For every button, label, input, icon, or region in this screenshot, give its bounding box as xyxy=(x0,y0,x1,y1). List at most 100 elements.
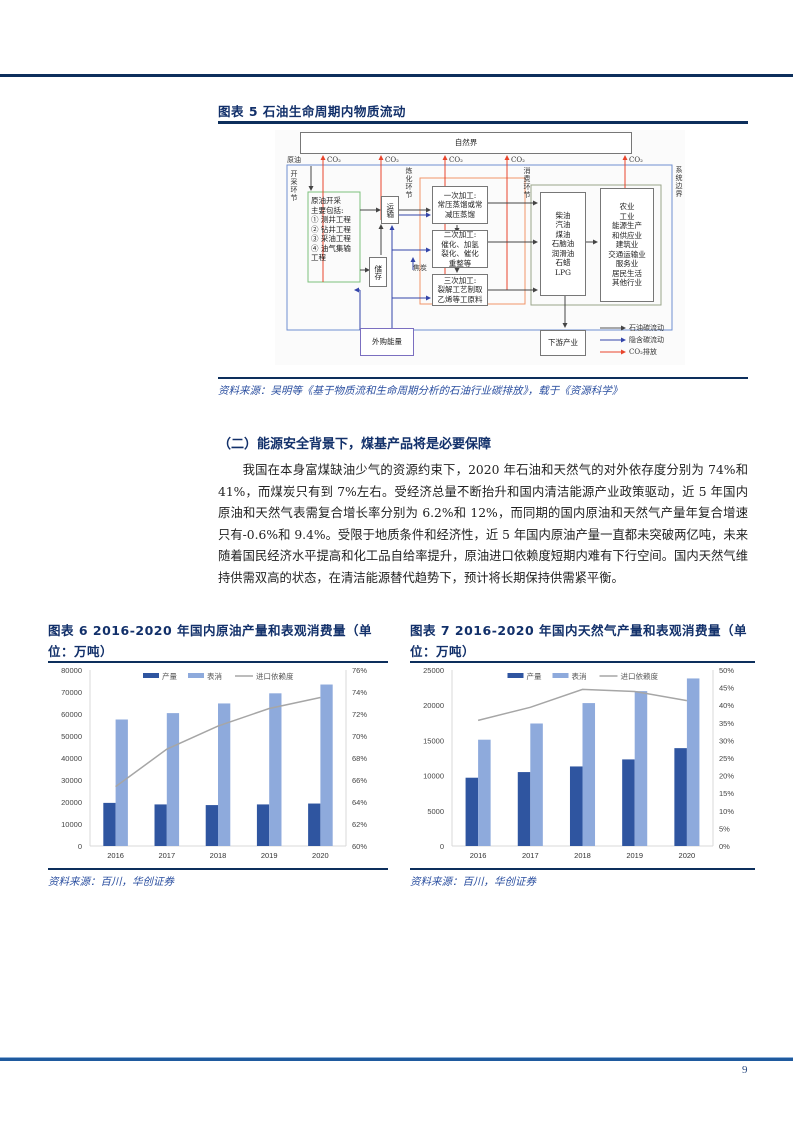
product-item: 柴油 xyxy=(555,210,571,220)
svg-text:20000: 20000 xyxy=(423,701,444,710)
svg-text:45%: 45% xyxy=(719,684,734,693)
downstream-box: 下游产业 xyxy=(540,330,586,356)
mining-line: 原油开采 xyxy=(311,196,341,205)
svg-text:0%: 0% xyxy=(719,842,730,851)
figure5-title: 图表 5 石油生命周期内物质流动 xyxy=(218,104,406,119)
secondary-processing-box: 二次加工: 催化、加氢 裂化、催化 重整等 xyxy=(432,230,488,268)
co2-label: CO₂ xyxy=(327,156,341,164)
sector-item: 工业 xyxy=(619,211,635,221)
svg-text:80000: 80000 xyxy=(61,666,82,675)
svg-text:70%: 70% xyxy=(352,732,367,741)
product-item: 润滑油 xyxy=(551,248,575,258)
coke-label: 焦炭 xyxy=(413,264,427,272)
svg-text:2018: 2018 xyxy=(210,851,227,860)
legend-implicit-carbon: 隐含碳流动 xyxy=(629,336,664,344)
figure7-title: 图表 7 2016-2020 年国内天然气产量和表观消费量（单位：万吨） xyxy=(410,623,748,659)
mining-stage-label: 开采环节 xyxy=(290,170,298,202)
svg-text:74%: 74% xyxy=(352,688,367,697)
svg-text:60000: 60000 xyxy=(61,710,82,719)
svg-text:70000: 70000 xyxy=(61,688,82,697)
svg-text:76%: 76% xyxy=(352,666,367,675)
svg-text:表消: 表消 xyxy=(572,671,587,681)
figure5-source: 资料来源：吴明等《基于物质流和生命周期分析的石油行业碳排放》，载于《资源科学》 xyxy=(218,385,623,397)
page-number: 9 xyxy=(742,1064,748,1076)
box-line: 一次加工: xyxy=(443,190,477,200)
box-line: 乙烯等工原料 xyxy=(437,294,483,304)
svg-text:2016: 2016 xyxy=(107,851,124,860)
sector-item: 能源生产 xyxy=(612,221,642,231)
storage-box: 储存 xyxy=(369,257,387,287)
figure6-title-rule xyxy=(48,661,388,663)
svg-text:15000: 15000 xyxy=(423,736,444,745)
consumption-stage-label: 消费环节 xyxy=(523,167,531,199)
figure5-title-rule xyxy=(218,121,748,124)
svg-text:2016: 2016 xyxy=(470,851,487,860)
svg-text:10000: 10000 xyxy=(61,820,82,829)
box-line: 三次加工: xyxy=(443,275,477,285)
svg-text:产量: 产量 xyxy=(527,671,542,681)
svg-text:60%: 60% xyxy=(352,842,367,851)
svg-text:20000: 20000 xyxy=(61,798,82,807)
figure7-source: 资料来源：百川，华创证券 xyxy=(410,876,536,888)
product-item: LPG xyxy=(554,267,572,277)
box-line: 二次加工: xyxy=(443,230,477,239)
svg-text:2020: 2020 xyxy=(679,851,696,860)
system-boundary-label: 系统边界 xyxy=(675,166,683,198)
legend-co2-emission: CO₂排放 xyxy=(629,348,657,356)
figure6-source-rule xyxy=(48,868,388,870)
box-line: 常压蒸馏或常 xyxy=(437,200,483,210)
box-line: 裂解工艺制取 xyxy=(437,285,483,295)
transport-box: 运输 xyxy=(381,196,399,224)
svg-text:15%: 15% xyxy=(719,789,734,798)
svg-text:10000: 10000 xyxy=(423,772,444,781)
svg-text:50000: 50000 xyxy=(61,732,82,741)
svg-text:40%: 40% xyxy=(719,701,734,710)
figure7-source-rule xyxy=(410,868,755,870)
figure7-title-rule xyxy=(410,661,755,663)
svg-text:进口依赖度: 进口依赖度 xyxy=(621,671,659,681)
product-item: 石脑油 xyxy=(551,239,575,249)
figure6-source: 资料来源：百川，华创证券 xyxy=(48,876,174,888)
svg-text:64%: 64% xyxy=(352,798,367,807)
tertiary-processing-box: 三次加工: 裂解工艺制取 乙烯等工原料 xyxy=(432,274,488,306)
co2-label: CO₂ xyxy=(449,156,463,164)
svg-text:产量: 产量 xyxy=(162,671,177,681)
sector-item: 农业 xyxy=(619,202,635,212)
chart-svg: 05000100001500020000250000%5%10%15%20%25… xyxy=(423,666,734,860)
svg-text:2017: 2017 xyxy=(522,851,539,860)
sectors-box: 农业工业能源生产和供应业建筑业交通运输业服务业居民生活其他行业 xyxy=(600,188,654,302)
product-item: 石蜡 xyxy=(555,258,571,268)
svg-text:2020: 2020 xyxy=(312,851,329,860)
svg-text:40000: 40000 xyxy=(61,754,82,763)
svg-text:68%: 68% xyxy=(352,754,367,763)
svg-text:进口依赖度: 进口依赖度 xyxy=(256,671,294,681)
co2-label: CO₂ xyxy=(629,156,643,164)
svg-text:25%: 25% xyxy=(719,754,734,763)
mining-line: ② 钻井工程 xyxy=(311,224,351,234)
figure6-title: 图表 6 2016-2020 年国内原油产量和表观消费量（单位：万吨） xyxy=(48,623,373,659)
svg-text:35%: 35% xyxy=(719,719,734,728)
sector-item: 和供应业 xyxy=(612,230,642,240)
svg-text:25000: 25000 xyxy=(423,666,444,675)
svg-text:2017: 2017 xyxy=(158,851,175,860)
svg-text:2019: 2019 xyxy=(261,851,278,860)
box-line: 重整等 xyxy=(448,258,472,268)
mining-line: ③ 采油工程 xyxy=(311,234,351,243)
box-line: 减压蒸馏 xyxy=(445,209,475,219)
sector-item: 建筑业 xyxy=(615,240,639,250)
svg-text:0: 0 xyxy=(78,842,82,851)
footer-rule xyxy=(0,1057,793,1061)
mining-line: ④ 油气集输 xyxy=(311,243,351,253)
sector-item: 交通运输业 xyxy=(608,249,646,259)
co2-label: CO₂ xyxy=(385,156,399,164)
mining-line: 工程 xyxy=(311,253,326,262)
svg-text:0: 0 xyxy=(440,842,444,851)
svg-text:66%: 66% xyxy=(352,776,367,785)
svg-text:50%: 50% xyxy=(719,666,734,675)
chart-svg: 0100002000030000400005000060000700008000… xyxy=(61,666,367,860)
svg-text:5%: 5% xyxy=(719,824,730,833)
body-paragraph: 我国在本身富煤缺油少气的资源约束下，2020 年石油和天然气的对外依存度分别为 … xyxy=(218,463,748,585)
